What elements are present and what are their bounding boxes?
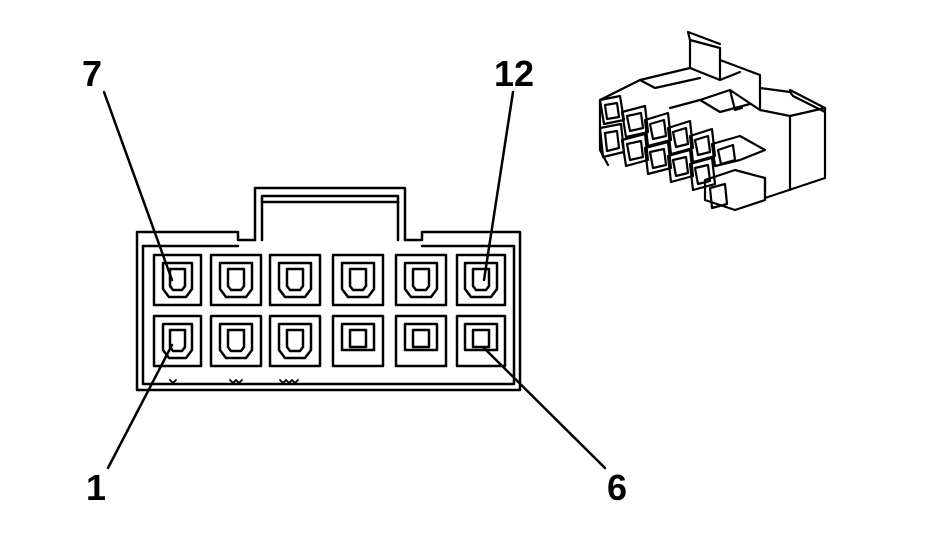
cavity-11 <box>394 253 448 307</box>
pin-label-7: 7 <box>82 53 102 94</box>
cavity-2 <box>209 314 263 368</box>
connector-latch <box>253 186 407 242</box>
cavity-4 <box>331 314 385 368</box>
pin-label-12: 12 <box>494 53 534 94</box>
iso-cavities-bottom <box>598 122 767 212</box>
pin-label-1: 1 <box>86 467 106 508</box>
cavity-3 <box>268 314 322 368</box>
cavity-8 <box>209 253 263 307</box>
connector-isometric-view <box>598 30 827 212</box>
cavity-row-top <box>152 253 507 307</box>
leader-line-6 <box>482 346 607 470</box>
cavity-row-bottom <box>152 314 507 368</box>
iso-cavities-top <box>598 94 767 168</box>
leader-line-7 <box>102 90 174 282</box>
cavity-10 <box>331 253 385 307</box>
connector-face-view <box>102 90 607 470</box>
cavity-7 <box>152 253 203 307</box>
leader-line-1 <box>106 343 174 470</box>
cavity-1 <box>152 314 203 368</box>
cavity-6 <box>455 314 507 368</box>
connector-housing <box>135 230 522 392</box>
cavity-9 <box>268 253 322 307</box>
leader-line-12 <box>482 90 515 282</box>
cavity-12 <box>455 253 507 307</box>
pin-label-6: 6 <box>607 467 627 508</box>
cavity-5 <box>394 314 448 368</box>
